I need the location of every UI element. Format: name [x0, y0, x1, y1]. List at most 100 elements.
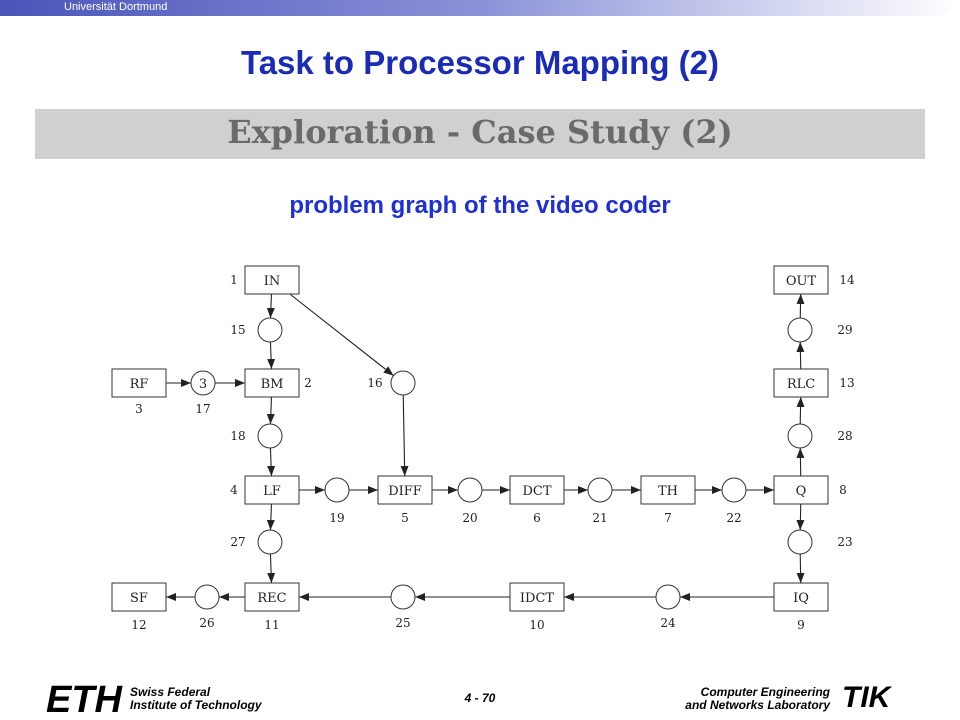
- node-bm-box: [244, 368, 300, 398]
- channel-22: 22: [721, 477, 747, 525]
- university-name: Universität Dortmund: [64, 1, 168, 13]
- node-idct-label: IDCT: [520, 591, 555, 606]
- node-rec-label: REC: [257, 591, 286, 606]
- node-in: IN1: [230, 265, 300, 295]
- eth-line2: Institute of Technology: [130, 698, 262, 712]
- ce-caption: Computer Engineering and Networks Labora…: [685, 686, 830, 712]
- channel-19-number: 19: [329, 511, 344, 525]
- channel-26-circle: [194, 584, 220, 610]
- node-in-box: [244, 265, 300, 295]
- node-out-box: [773, 265, 829, 295]
- graph-title: problem graph of the video coder: [289, 192, 671, 219]
- node-idct: IDCT 10: [509, 582, 565, 632]
- node-rec-number: 11: [264, 618, 279, 632]
- channel-29: 29: [787, 317, 853, 343]
- edge-c23-IQ: [796, 553, 805, 584]
- edge-Q-c23: [796, 503, 805, 531]
- channel-21-number: 21: [592, 511, 607, 525]
- slide-subtitle: Exploration - Case Study (2): [35, 113, 925, 151]
- edge-LF-c27: [266, 503, 275, 531]
- channel-29-circle: [787, 317, 813, 343]
- channel-21-circle: [587, 477, 613, 503]
- channel-27-circle: [257, 529, 283, 555]
- edge-c28-RLC: [796, 396, 805, 425]
- subtitle-bar: Exploration - Case Study (2): [35, 109, 925, 159]
- node-rlc-number: 13: [839, 376, 854, 390]
- channel-26-number: 26: [199, 616, 214, 630]
- channel-16-number: 16: [367, 376, 382, 390]
- slide-title: Task to Processor Mapping (2): [241, 44, 719, 81]
- node-out-number: 14: [839, 273, 855, 287]
- ce-line1: Computer Engineering: [700, 685, 830, 699]
- channel-18-circle: [257, 423, 283, 449]
- channel-27-number: 27: [230, 535, 245, 549]
- node-idct-box: [509, 582, 565, 612]
- node-dct-label: DCT: [522, 484, 551, 499]
- node-rf-label: RF: [130, 377, 149, 392]
- tik-logo: TIK: [842, 681, 893, 714]
- node-diff-number: 5: [401, 511, 409, 525]
- channel-15-circle: [257, 317, 283, 343]
- channel-23-number: 23: [837, 535, 852, 549]
- eth-logo-text: ETH: [46, 679, 124, 720]
- node-sf-box: [111, 582, 167, 612]
- channel-24-number: 24: [660, 616, 676, 630]
- node-iq: IQ 9: [773, 582, 829, 632]
- node-th-label: TH: [658, 484, 678, 499]
- node-sf-number: 12: [131, 618, 146, 632]
- channel-28: 28: [787, 423, 853, 449]
- node-rf-number: 3: [135, 402, 143, 416]
- edge-IN-c15: [266, 293, 275, 319]
- channel-28-number: 28: [837, 429, 852, 443]
- node-diff-label: DIFF: [388, 484, 422, 499]
- node-lf-number: 4: [230, 483, 238, 497]
- channel-17-circle: [190, 370, 216, 396]
- node-dct-box: [509, 475, 565, 505]
- node-diff: DIFF 5: [377, 475, 433, 525]
- channel-22-number: 22: [726, 511, 741, 525]
- node-sf-label: SF: [130, 591, 148, 606]
- subtitle-part1: Exploration: [227, 113, 436, 151]
- channel-24: 24: [655, 584, 681, 630]
- node-rf-box: [111, 368, 167, 398]
- channel-15-number: 15: [230, 323, 245, 337]
- node-iq-number: 9: [797, 618, 805, 632]
- footer-bar: ETH TIK: [46, 679, 893, 720]
- channel-19-circle: [324, 477, 350, 503]
- node-lf-box: [244, 475, 300, 505]
- node-iq-label: IQ: [793, 591, 809, 606]
- channel-19: 19: [324, 477, 350, 525]
- node-rf: RF 3: [111, 368, 167, 416]
- channel-17-inner: 3: [199, 377, 207, 392]
- edge-Q-c28: [796, 447, 805, 477]
- channel-16: 16: [367, 370, 416, 396]
- channel-17-number: 17: [195, 402, 210, 416]
- channel-29-number: 29: [837, 323, 852, 337]
- subtitle-part2: - Case Study (2): [435, 113, 733, 151]
- node-bm-number: 2: [304, 376, 312, 390]
- tik-logo-text: TIK: [842, 681, 893, 714]
- channel-23-circle: [787, 529, 813, 555]
- node-iq-box: [773, 582, 829, 612]
- edge-c18-LF: [267, 447, 276, 477]
- eth-caption: Swiss Federal Institute of Technology: [130, 686, 262, 712]
- channel-20-number: 20: [462, 511, 477, 525]
- node-idct-number: 10: [529, 618, 544, 632]
- node-q-number: 8: [839, 483, 847, 497]
- channel-24-circle: [655, 584, 681, 610]
- node-sf: SF 12: [111, 582, 167, 632]
- channel-23: 23: [787, 529, 853, 555]
- node-rec: REC 11: [244, 582, 300, 632]
- header-bar: [0, 0, 960, 16]
- channel-17: 3 17: [190, 370, 216, 416]
- edge-RLC-c29: [796, 341, 805, 370]
- node-rlc-label: RLC: [787, 377, 815, 392]
- node-th-box: [640, 475, 696, 505]
- channel-15: 15: [230, 317, 283, 343]
- node-th: TH7: [640, 475, 696, 525]
- channel-26: 26: [194, 584, 220, 630]
- ce-line2: and Networks Laboratory: [685, 698, 830, 712]
